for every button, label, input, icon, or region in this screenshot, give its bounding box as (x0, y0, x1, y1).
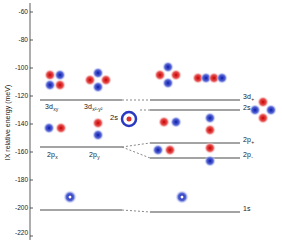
level-correlation-lines (122, 100, 150, 212)
level-label: 2p (47, 151, 55, 158)
tick-label: -100 (15, 65, 28, 72)
level-subscript: x²-y² (92, 107, 102, 112)
level-subscript: y (97, 155, 100, 160)
level-label: 2s (110, 114, 118, 122)
level-subscript: xy (53, 107, 58, 112)
level-label: 1s (243, 205, 250, 212)
tick-label: -80 (19, 37, 28, 44)
level-label: 2p (243, 151, 251, 158)
level-subscript: + (251, 97, 254, 102)
level-subscript: + (251, 140, 254, 145)
level-label: 2s (243, 104, 250, 111)
energy-levels (40, 100, 240, 212)
level-label: 2p (89, 151, 97, 158)
tick-label: -60 (19, 9, 28, 16)
tick-label: -220 (15, 230, 28, 237)
axis-title: IX relative energy (meV) (5, 84, 12, 159)
level-subscript: x (55, 155, 58, 160)
tick-label: -140 (15, 121, 28, 128)
axis (30, 3, 33, 240)
orbital-images (43, 61, 277, 204)
level-label: 3d (45, 103, 53, 110)
level-subscript: - (251, 155, 253, 160)
tick-label: -200 (15, 205, 28, 212)
level-label: 3d (243, 93, 251, 100)
tick-label: -160 (15, 149, 28, 156)
tick-label: -180 (15, 177, 28, 184)
level-label: 3d (84, 103, 92, 110)
level-label: 2p (243, 136, 251, 143)
tick-label: -120 (15, 93, 28, 100)
